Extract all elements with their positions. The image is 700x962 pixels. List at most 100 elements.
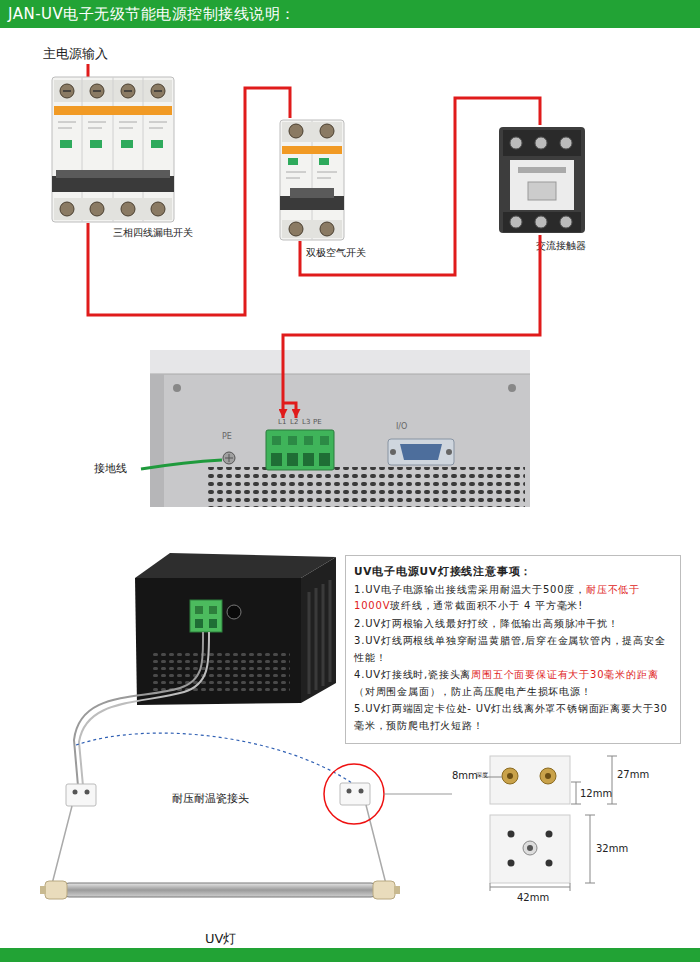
power-supply-rear [141, 350, 530, 507]
terminal-recess [282, 122, 342, 142]
screw [60, 202, 74, 216]
brass-insert [502, 768, 518, 784]
orange-band [282, 146, 342, 154]
note-text: 玻纤线，通常截面积不小于 4 平方毫米! [390, 600, 583, 611]
screw [151, 202, 165, 216]
terminal-recess [282, 220, 342, 238]
screw [390, 449, 396, 455]
switch-box: 双极空气开关 [278, 118, 346, 241]
insert-hole [507, 773, 513, 779]
screw-slot [63, 90, 162, 92]
plug-slot [287, 453, 298, 466]
screw [90, 202, 104, 216]
indicator [288, 158, 298, 165]
indicator [319, 158, 329, 165]
indicator [121, 140, 133, 148]
connector-hole [347, 789, 352, 794]
mount-hole [508, 831, 515, 838]
screw [510, 137, 522, 149]
lamp-cap [45, 881, 67, 899]
screw [320, 124, 334, 138]
insert-hole [545, 773, 551, 779]
screw-cross [225, 454, 233, 462]
ground-screw [223, 452, 235, 464]
power-wire [300, 98, 540, 275]
ceramic-connector [340, 783, 370, 805]
breaker-2p [280, 120, 344, 240]
plug-hole [195, 606, 203, 614]
node-label: L1 [278, 419, 286, 427]
note-text: 2.UV灯两根输入线最好打绞，降低输出高频脉冲干扰！ [354, 618, 619, 629]
terminal-plug [190, 600, 222, 632]
lamp-tube [62, 883, 378, 897]
mount-hole [546, 860, 553, 867]
uv-lamp: UV灯 [40, 878, 400, 902]
dimension-line [490, 883, 570, 891]
lamp-cable [79, 632, 209, 786]
annotation: 耐压耐温瓷接头 [172, 793, 249, 805]
switch-body [280, 120, 344, 240]
note-line: 5.UV灯两端固定卡位处- UV灯出线离外罩不锈钢面距离要大于30毫米，预防爬电… [354, 701, 672, 734]
annotation: 27mm [617, 769, 649, 780]
connector-hole [359, 789, 364, 794]
note-heading: UV电子电源UV灯接线注意事项： [354, 565, 532, 577]
toggle-handle [290, 188, 334, 198]
screw [508, 384, 516, 392]
lamp-lead [52, 805, 386, 884]
box-side [301, 557, 336, 703]
actuator [528, 182, 556, 200]
annotation: 深度 [476, 772, 488, 779]
node-label: L3 [302, 419, 310, 427]
annotation: 32mm [596, 843, 628, 854]
note-text: 周围五个面要保证有大于30毫米的距离 [471, 669, 658, 680]
screw [560, 137, 572, 149]
lamp-pin [40, 886, 46, 894]
plug-hole [304, 436, 313, 445]
db-shell [400, 444, 442, 460]
ceramic-block [490, 756, 570, 804]
screw [560, 216, 572, 228]
lamp-pin [394, 886, 400, 894]
lamp-cap [373, 881, 395, 899]
node-label: 双极空气开关 [306, 247, 366, 258]
screw [535, 216, 547, 228]
annotation: PE [222, 433, 232, 442]
contactor-body [499, 127, 585, 233]
node-label: L2 [290, 419, 298, 427]
wire-branch [283, 403, 296, 418]
note-text: （对周围金属面），防止高压爬电产生损坏电源！ [354, 686, 592, 697]
contactor [499, 127, 585, 233]
terminal-block: L1 L2 L3PE [268, 418, 334, 472]
plug-hole [320, 436, 329, 445]
plug-hole [209, 606, 217, 614]
top-bevel [150, 350, 530, 374]
terminal-recess [54, 198, 172, 220]
insert-hole [527, 845, 533, 851]
toggle-handle [56, 170, 170, 178]
screw [289, 222, 303, 236]
input-wire [87, 64, 90, 77]
terminal-block [503, 212, 581, 232]
center-hole [523, 841, 537, 855]
round-port [227, 605, 241, 619]
note-line: 4.UV灯接线时,瓷接头离周围五个面要保证有大于30毫米的距离（对周围金属面），… [354, 667, 672, 700]
mount-hole [508, 860, 515, 867]
screw [510, 216, 522, 228]
annotation: I/O [396, 423, 407, 432]
plug-slot [319, 453, 330, 466]
dimension-line [585, 815, 595, 883]
indicator [60, 140, 72, 148]
annotation: 接地线 [94, 463, 127, 475]
note-line: 2.UV灯两根输入线最好打绞，降低输出高频脉冲干扰！ [354, 616, 672, 633]
annotation: 主电源输入 [43, 47, 108, 61]
header-bar [0, 0, 700, 28]
front-face [510, 160, 574, 210]
bevel-edge [150, 374, 530, 375]
note-text: 5.UV灯两端固定卡位处- UV灯出线离外罩不锈钢面距离要大于30毫米，预防爬电… [354, 703, 668, 731]
plug-slot [195, 619, 203, 628]
node-label: PE [313, 419, 322, 427]
vent-grid [150, 650, 290, 695]
